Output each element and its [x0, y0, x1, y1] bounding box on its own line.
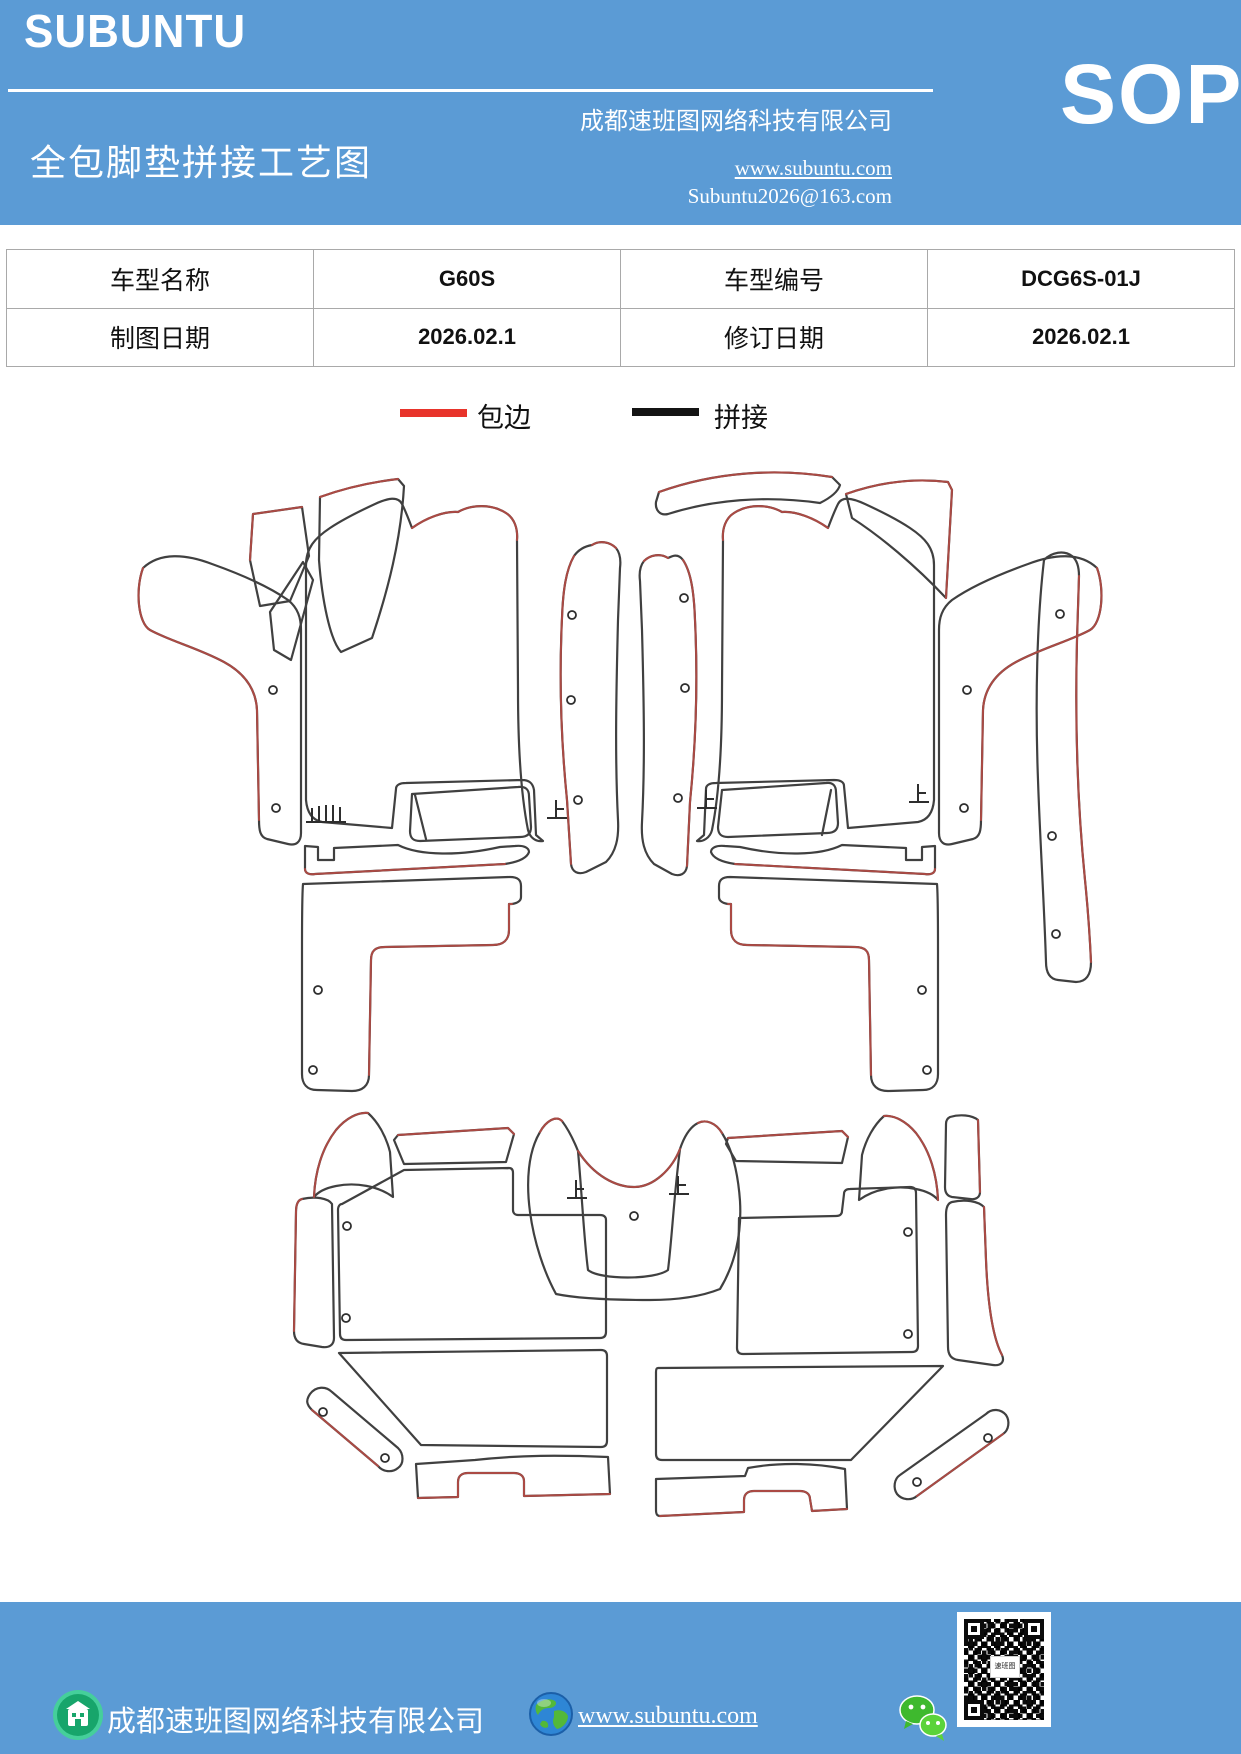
front-right-group — [638, 471, 1103, 1093]
rear-left-wing — [312, 1111, 395, 1199]
front-left-lower-strip — [303, 843, 531, 876]
model-code-value: DCG6S-01J — [927, 249, 1235, 309]
sop-badge: SOP — [1060, 47, 1241, 141]
front-left-top-piece-b — [268, 560, 315, 662]
header-company-name: 成都速班图网络科技有限公司 — [580, 109, 892, 135]
center-band-left — [559, 541, 622, 875]
rear-right-shoulder-strip — [724, 1129, 850, 1165]
legend-edgewrap-label: 包边 — [477, 403, 531, 433]
front-right-outer-band — [1035, 551, 1093, 984]
rear-right-second-row — [654, 1364, 945, 1462]
header-website-link[interactable]: www.subuntu.com — [734, 156, 892, 180]
brand-logo: SUBUNTU — [24, 6, 247, 58]
rear-group — [292, 1111, 1010, 1518]
table-row: 车型名称 G60S 车型编号 DCG6S-01J — [6, 249, 1235, 309]
rear-left-second-row — [337, 1348, 609, 1449]
legend-edgewrap-swatch — [400, 409, 467, 417]
alignment-marks — [306, 783, 930, 1199]
rear-left-bottom-strip — [414, 1454, 612, 1500]
front-right-top-quad — [844, 479, 954, 600]
front-left-main-mat — [304, 497, 545, 843]
footer-website-link[interactable]: www.subuntu.com — [578, 1703, 758, 1729]
rear-left-outer-band — [292, 1196, 336, 1349]
rear-right-diagonal-piece — [893, 1408, 1010, 1501]
revise-date-value: 2026.02.1 — [927, 307, 1235, 367]
front-left-top-piece-c — [317, 477, 406, 654]
legend-splice-swatch — [632, 408, 699, 416]
rear-left-mat — [336, 1166, 608, 1342]
page-title: 全包脚垫拼接工艺图 — [30, 143, 373, 183]
footer-company-name: 成都速班图网络科技有限公司 — [107, 1706, 485, 1738]
rear-right-small-band — [943, 1114, 982, 1201]
building-icon — [53, 1690, 103, 1740]
front-left-heel-pad — [408, 785, 533, 843]
header-divider — [8, 89, 933, 92]
qr-code: 速班图 — [957, 1612, 1051, 1727]
rear-center-tunnel-inner — [576, 1147, 682, 1279]
header-email: Subuntu2026@163.com — [687, 184, 892, 208]
wechat-icon — [899, 1695, 947, 1741]
rear-right-mat — [735, 1185, 920, 1356]
model-code-label: 车型编号 — [620, 249, 928, 309]
front-left-sill-arm — [137, 555, 303, 846]
draw-date-value: 2026.02.1 — [313, 307, 621, 367]
model-name-value: G60S — [313, 249, 621, 309]
model-name-label: 车型名称 — [6, 249, 314, 309]
rear-right-bottom-strip — [654, 1462, 849, 1518]
table-row: 制图日期 2026.02.1 修订日期 2026.02.1 — [6, 307, 1235, 367]
draw-date-label: 制图日期 — [6, 307, 314, 367]
revise-date-label: 修订日期 — [620, 307, 928, 367]
qr-center-logo: 速班图 — [990, 1656, 1020, 1678]
rear-left-diagonal-piece — [306, 1386, 404, 1473]
qr-finder-topleft — [964, 1619, 984, 1639]
front-right-heel-pad — [716, 781, 840, 839]
rear-center-tunnel — [527, 1117, 742, 1302]
floor-mat-pattern-diagram — [137, 471, 1103, 1518]
qr-finder-bottomleft — [964, 1700, 984, 1720]
front-left-top-piece-a — [248, 505, 311, 608]
front-right-lower-strip — [709, 843, 937, 876]
legend-splice-label: 拼接 — [714, 403, 768, 433]
qr-finder-topright — [1024, 1619, 1044, 1639]
front-right-l-piece — [717, 875, 940, 1093]
edge-wrap-lines — [137, 471, 1103, 1517]
front-left-group — [137, 477, 622, 1093]
rear-right-outer-band — [944, 1199, 1005, 1367]
front-left-l-piece — [300, 875, 523, 1093]
vehicle-info-table: 车型名称 G60S 车型编号 DCG6S-01J 制图日期 2026.02.1 … — [6, 249, 1235, 367]
header-band: SUBUNTU 全包脚垫拼接工艺图 成都速班图网络科技有限公司 www.subu… — [0, 0, 1241, 225]
globe-icon — [529, 1692, 573, 1736]
